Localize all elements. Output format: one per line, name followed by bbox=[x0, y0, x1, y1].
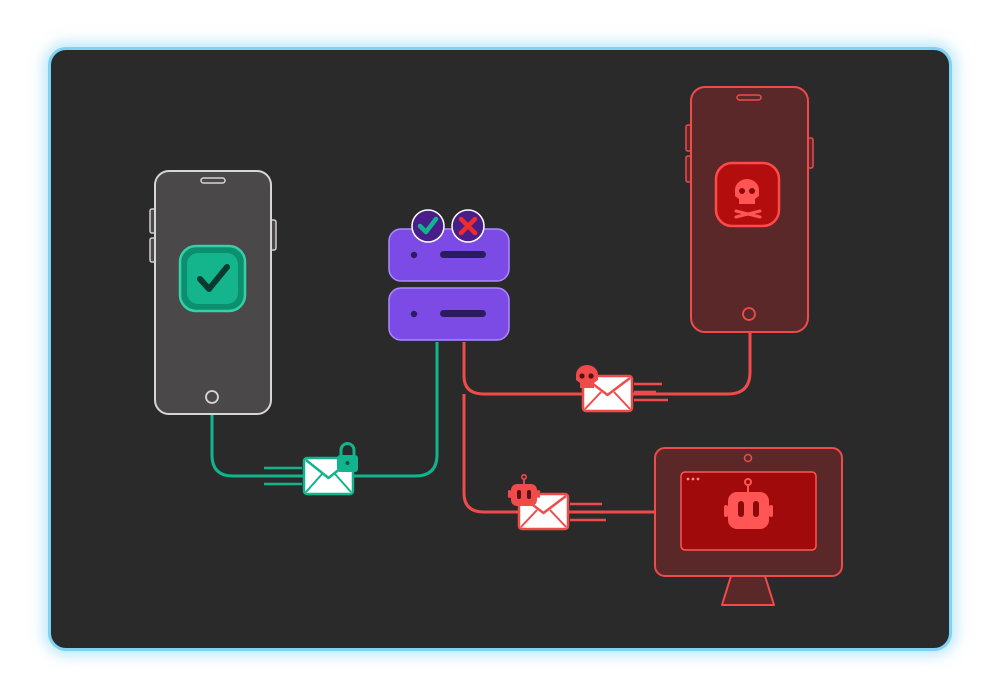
checkmark-icon bbox=[178, 244, 247, 313]
malicious-message-icon bbox=[581, 374, 668, 413]
approved-badge-icon bbox=[411, 209, 445, 243]
robot-icon bbox=[724, 478, 773, 529]
lock-icon bbox=[337, 442, 358, 472]
skull-icon bbox=[576, 365, 598, 388]
skull-crossbones-icon bbox=[714, 161, 781, 228]
rejected-badge-icon bbox=[451, 209, 485, 243]
server-icon bbox=[388, 228, 510, 341]
bot-connector bbox=[462, 394, 655, 514]
small-robot-icon bbox=[508, 473, 540, 506]
